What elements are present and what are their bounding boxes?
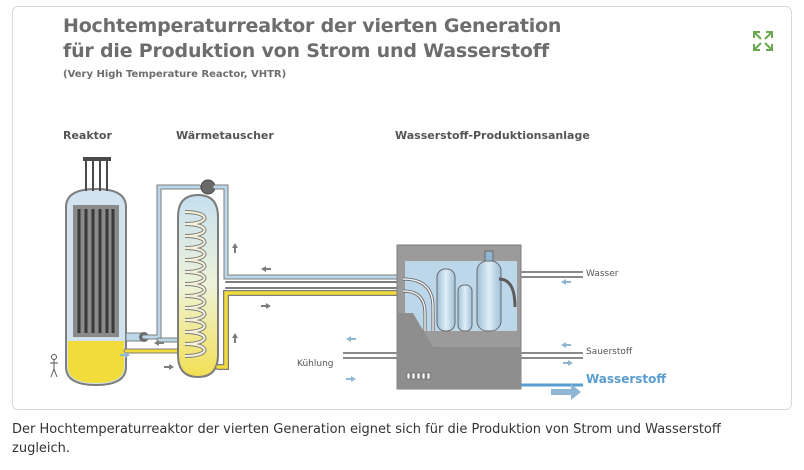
section-reactor: Reaktor [63,129,112,142]
person-icon [50,354,58,378]
reactor-vessel [65,157,149,387]
section-hydrogen-plant: Wasserstoff-Produktionsanlage [395,129,590,142]
figure-subtitle: (Very High Temperature Reactor, VHTR) [63,69,287,80]
label-oxygen: Sauerstoff [586,347,633,357]
process-diagram [50,157,583,400]
expand-icon[interactable] [751,29,775,53]
label-cooling: Kühlung [297,359,334,369]
figure-title-line1: Hochtemperaturreaktor der vierten Genera… [63,15,562,37]
figure-title-line2: für die Produktion von Strom und Wassers… [63,40,549,62]
hydrogen-plant [396,244,522,390]
section-heat-exchanger: Wärmetauscher [176,129,274,142]
figure-caption: Der Hochtemperaturreaktor der vierten Ge… [12,422,721,456]
heat-exchanger [177,179,219,379]
label-hydrogen: Wasserstoff [586,372,667,386]
flow-arrows [120,243,271,370]
figure-title: Hochtemperaturreaktor der vierten Genera… [63,14,561,64]
label-water: Wasser [586,269,619,279]
io-arrows [346,279,581,400]
figure-frame: Hochtemperaturreaktor der vierten Genera… [12,6,792,410]
